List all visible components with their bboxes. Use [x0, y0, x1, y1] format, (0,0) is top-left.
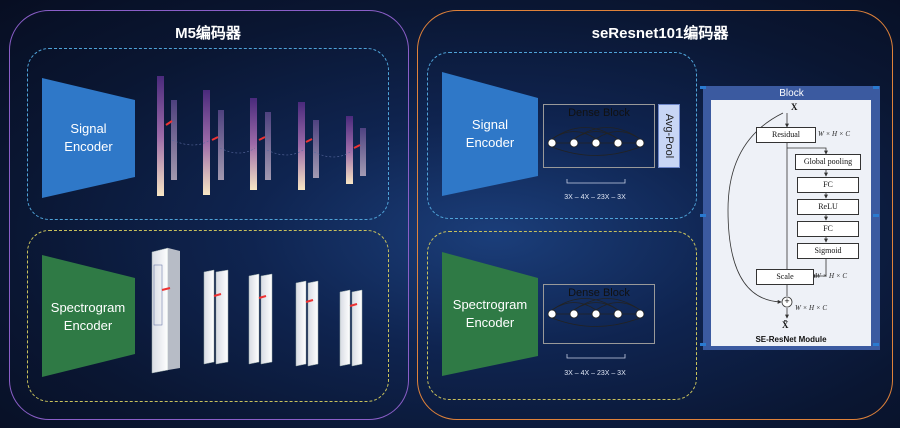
se-residual-dims: W × H × C	[818, 130, 851, 138]
seresnet-encoder-title: seResnet101编码器	[591, 25, 729, 42]
se-scale-box: Scale	[756, 269, 814, 285]
se-plus-symbol: +	[784, 296, 790, 306]
spectrogram-dense-block-title: Dense Block	[568, 287, 630, 299]
spectrogram-dense-block: Dense Block	[543, 284, 655, 344]
se-module-side-tick-right-top	[873, 86, 879, 89]
signal-dense-block: Dense Block	[543, 104, 655, 168]
se-residual-box: Residual	[756, 127, 816, 143]
m5-encoder-title: M5编码器	[175, 25, 241, 42]
signal-dense-formula: 3X – 4X – 23X – 3X	[564, 194, 626, 201]
se-module-side-tick-right-mid	[873, 214, 879, 217]
se-module-side-tick-left-top	[700, 86, 706, 89]
se-module-side-tick-left-mid	[700, 214, 706, 217]
signal-avg-pool-block: Avg-Pool	[658, 104, 680, 168]
m5-spectrogram-encoder-trapezoid	[42, 255, 135, 377]
se-relu-box: ReLU	[797, 199, 859, 215]
seresnet-signal-encoder-label: Signal Encoder	[465, 117, 515, 150]
signal-dense-block-graph	[547, 127, 645, 156]
seresnet-spectrogram-dashed-box	[427, 231, 697, 400]
se-fc2-box: FC	[797, 221, 859, 237]
m5-signal-dashed-box	[27, 48, 389, 220]
signal-dense-block-title: Dense Block	[568, 107, 630, 119]
m5-spectrogram-encoder-label: Spectrogram Encoder	[50, 300, 126, 333]
se-scale-dims: W × H × C	[815, 272, 848, 280]
se-sigmoid-box: Sigmoid	[797, 243, 859, 259]
se-plus-dims: W × H × C	[795, 304, 828, 312]
m5-encoder-panel	[9, 10, 409, 420]
spectrogram-dense-formula: 3X – 4X – 23X – 3X	[564, 370, 626, 377]
se-fc1-box: FC	[797, 177, 859, 193]
spectrogram-dense-bracket	[566, 354, 626, 359]
se-module-side-tick-right-bottom	[873, 343, 879, 346]
se-global-pooling-box: Global pooling	[795, 154, 861, 170]
signal-avg-pool-label: Avg-Pool	[663, 113, 675, 159]
se-module-output-x: X̃	[782, 320, 789, 330]
se-module-side-tick-left-bottom	[700, 343, 706, 346]
spectrogram-dense-block-graph	[547, 298, 645, 327]
se-module-connectors	[727, 112, 828, 319]
seresnet-signal-dashed-box	[427, 52, 697, 219]
m5-signal-encoder-label: Signal Encoder	[64, 121, 113, 154]
m5-signal-encoder-trapezoid	[42, 78, 135, 198]
m5-signal-feature-bars	[157, 76, 366, 196]
seresnet-encoder-panel	[417, 10, 893, 420]
seresnet-spectrogram-encoder-trapezoid	[442, 252, 538, 376]
m5-spectrogram-dashed-box	[27, 230, 389, 402]
signal-dense-bracket	[566, 179, 626, 184]
seresnet-signal-encoder-trapezoid	[442, 72, 538, 196]
se-module-block-label: Block	[779, 88, 804, 99]
m5-spectrogram-feature-slabs	[151, 247, 363, 374]
seresnet-spectrogram-encoder-label: Spectrogram Encoder	[452, 297, 528, 330]
se-module-input-x: X	[791, 102, 798, 112]
se-module-caption: SE-ResNet Module	[755, 335, 827, 344]
